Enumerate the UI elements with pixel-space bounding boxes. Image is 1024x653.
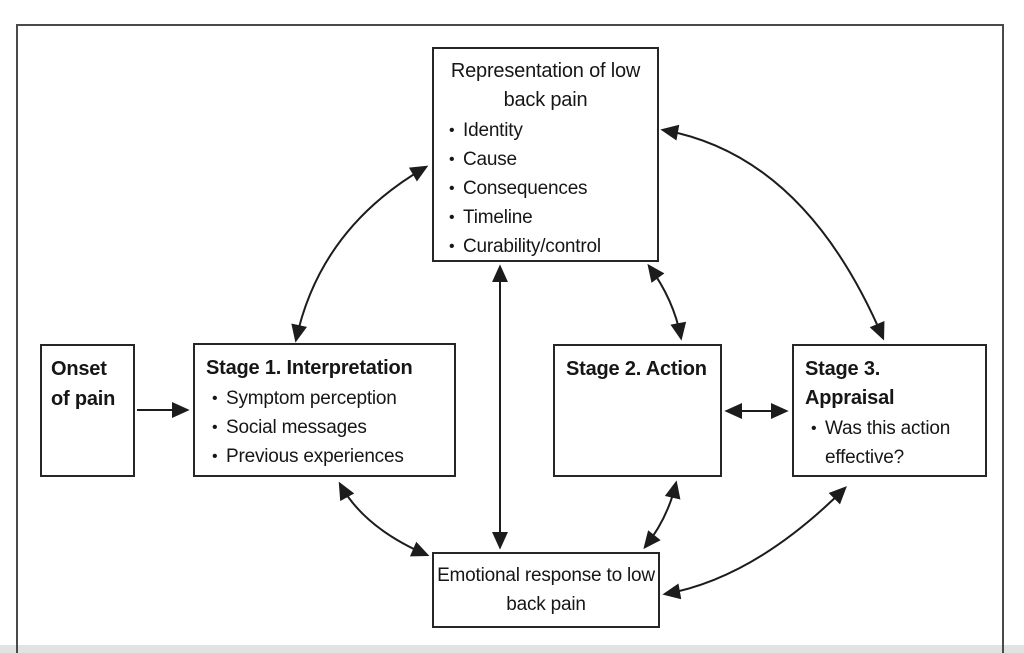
list-item: • Curability/control bbox=[443, 232, 648, 261]
bullet-icon: • bbox=[449, 180, 455, 197]
list-item: • Social messages bbox=[206, 413, 443, 442]
bullet-icon: • bbox=[811, 420, 817, 437]
stage2-title: Stage 2. Action bbox=[566, 358, 707, 380]
bullet-text: Identity bbox=[463, 120, 523, 141]
bullet-text: Previous experiences bbox=[226, 446, 404, 467]
stage1-bullet-list: • Symptom perception • Social messages • Pr… bbox=[206, 384, 443, 471]
list-item: • Previous experiences bbox=[206, 442, 443, 471]
bullet-text: Was this action effective? bbox=[825, 418, 951, 468]
emotional-title: Emotional response to low back pain bbox=[437, 565, 655, 615]
bullet-icon: • bbox=[212, 390, 218, 407]
representation-bullet-list: • Identity • Cause • Consequences • Timeline… bbox=[443, 116, 648, 261]
bullet-icon: • bbox=[449, 151, 455, 168]
bullet-icon: • bbox=[449, 209, 455, 226]
list-item: • Consequences bbox=[443, 174, 648, 203]
bullet-icon: • bbox=[212, 419, 218, 436]
representation-title: Representation of low back pain bbox=[450, 60, 641, 111]
bullet-icon: • bbox=[212, 448, 218, 465]
box-representation-of-low-back-pain: Representation of low back pain • Identit… bbox=[432, 47, 659, 262]
bullet-icon: • bbox=[449, 122, 455, 139]
bullet-text: Social messages bbox=[226, 417, 367, 438]
box-stage2-action: Stage 2. Action bbox=[553, 344, 722, 477]
bullet-text: Curability/control bbox=[463, 236, 601, 257]
box-onset-of-pain: Onset of pain bbox=[40, 344, 135, 477]
box-stage1-interpretation: Stage 1. Interpretation • Symptom percept… bbox=[193, 343, 456, 477]
list-item: • Was this action effective? bbox=[805, 414, 974, 472]
list-item: • Cause bbox=[443, 145, 648, 174]
box-emotional-response: Emotional response to low back pain bbox=[432, 552, 660, 628]
list-item: • Symptom perception bbox=[206, 384, 443, 413]
onset-title: Onset of pain bbox=[51, 358, 116, 410]
page-bottom-strip bbox=[0, 645, 1024, 653]
list-item: • Identity bbox=[443, 116, 648, 145]
bullet-text: Consequences bbox=[463, 178, 588, 199]
stage3-title: Stage 3. Appraisal bbox=[805, 358, 895, 409]
stage1-title: Stage 1. Interpretation bbox=[206, 357, 413, 379]
bullet-icon: • bbox=[449, 238, 455, 255]
figure-frame bbox=[16, 24, 1004, 653]
bullet-text: Timeline bbox=[463, 207, 533, 228]
bullet-text: Symptom perception bbox=[226, 388, 397, 409]
box-stage3-appraisal: Stage 3. Appraisal • Was this action effe… bbox=[792, 344, 987, 477]
list-item: • Timeline bbox=[443, 203, 648, 232]
stage3-bullet-list: • Was this action effective? bbox=[805, 414, 974, 472]
bullet-text: Cause bbox=[463, 149, 517, 170]
